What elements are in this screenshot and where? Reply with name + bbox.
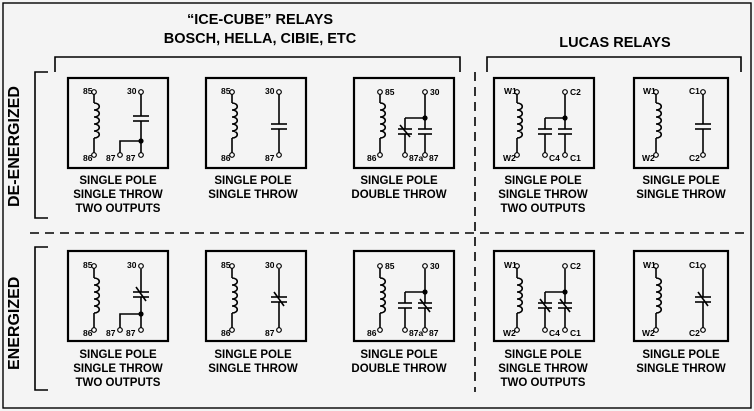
box-c2 — [352, 249, 456, 343]
pin-label-w1: W1 — [643, 260, 656, 270]
pin-label-87: 87 — [106, 153, 116, 163]
pin-label-30: 30 — [430, 87, 440, 97]
pin-label-85: 85 — [385, 261, 395, 271]
pin-label-30: 30 — [265, 260, 275, 270]
circuit-b1 — [231, 93, 287, 153]
circuit-b2 — [231, 268, 287, 328]
de-energized-bracket — [34, 71, 48, 219]
lucas-header: LUCAS RELAYS — [559, 35, 671, 51]
pin-label-85: 85 — [221, 86, 231, 96]
circuit-e2 — [655, 268, 711, 328]
circuit-c1 — [379, 93, 432, 153]
pin-label-c1: C1 — [689, 260, 700, 270]
ice-cube-header-line1: “ICE-CUBE” RELAYS — [186, 12, 334, 28]
pin-label-87a: 87a — [409, 153, 423, 163]
box-e2 — [632, 249, 730, 343]
pin-label-86: 86 — [221, 153, 231, 163]
pin-label-w2: W2 — [503, 153, 516, 163]
pin-label-85: 85 — [385, 87, 395, 97]
pin-label-w1: W1 — [643, 86, 656, 96]
pin-label-w1: W1 — [504, 86, 517, 96]
pin-label-c1: C1 — [570, 328, 581, 338]
pin-label-c1: C1 — [570, 153, 581, 163]
pin-label-30: 30 — [430, 261, 440, 271]
pin-label-w2: W2 — [642, 153, 655, 163]
pin-label-c2: C2 — [689, 328, 700, 338]
pin-label-86: 86 — [367, 328, 377, 338]
circuit-d1 — [516, 93, 572, 153]
box-c1 — [352, 76, 456, 170]
pin-label-30: 30 — [265, 86, 275, 96]
box-a1 — [66, 76, 170, 170]
pin-label-87: 87 — [265, 153, 275, 163]
pin-label-w1: W1 — [504, 260, 517, 270]
pin-label-87: 87 — [126, 328, 136, 338]
pin-label-30: 30 — [127, 260, 137, 270]
circuit-c2 — [379, 268, 432, 328]
pin-label-c4: C4 — [549, 153, 560, 163]
pin-label-87: 87 — [126, 153, 136, 163]
box-e1 — [632, 76, 730, 170]
box-d2 — [492, 249, 596, 343]
pin-label-30: 30 — [127, 86, 137, 96]
box-a2 — [66, 249, 170, 343]
ice-cube-header-line2: BOSCH, HELLA, CIBIE, ETC — [163, 31, 357, 47]
lucas-bracket — [486, 56, 742, 72]
pin-label-c1: C1 — [689, 86, 700, 96]
pin-label-85: 85 — [221, 260, 231, 270]
circuit-a2 — [93, 268, 149, 328]
pin-label-87a: 87a — [409, 328, 423, 338]
pin-label-87: 87 — [429, 328, 439, 338]
circuit-a1 — [93, 93, 149, 153]
pin-label-86: 86 — [83, 153, 93, 163]
pin-label-86: 86 — [83, 328, 93, 338]
energized-bracket — [34, 246, 48, 391]
circuit-d2 — [516, 268, 572, 328]
pin-label-87: 87 — [429, 153, 439, 163]
pin-label-87: 87 — [265, 328, 275, 338]
pin-label-85: 85 — [83, 86, 93, 96]
pin-label-c2: C2 — [689, 153, 700, 163]
pin-label-c4: C4 — [549, 328, 560, 338]
pin-label-86: 86 — [367, 153, 377, 163]
box-b2 — [204, 249, 308, 343]
pin-label-w2: W2 — [503, 328, 516, 338]
box-b1 — [204, 76, 308, 170]
pin-label-85: 85 — [83, 260, 93, 270]
pin-label-c2: C2 — [570, 261, 581, 271]
pin-label-c2: C2 — [570, 87, 581, 97]
ice-cube-bracket — [54, 56, 461, 72]
pin-label-w2: W2 — [642, 328, 655, 338]
box-d1 — [492, 76, 596, 170]
circuit-e1 — [655, 93, 711, 153]
pin-label-87: 87 — [106, 328, 116, 338]
pin-label-86: 86 — [221, 328, 231, 338]
